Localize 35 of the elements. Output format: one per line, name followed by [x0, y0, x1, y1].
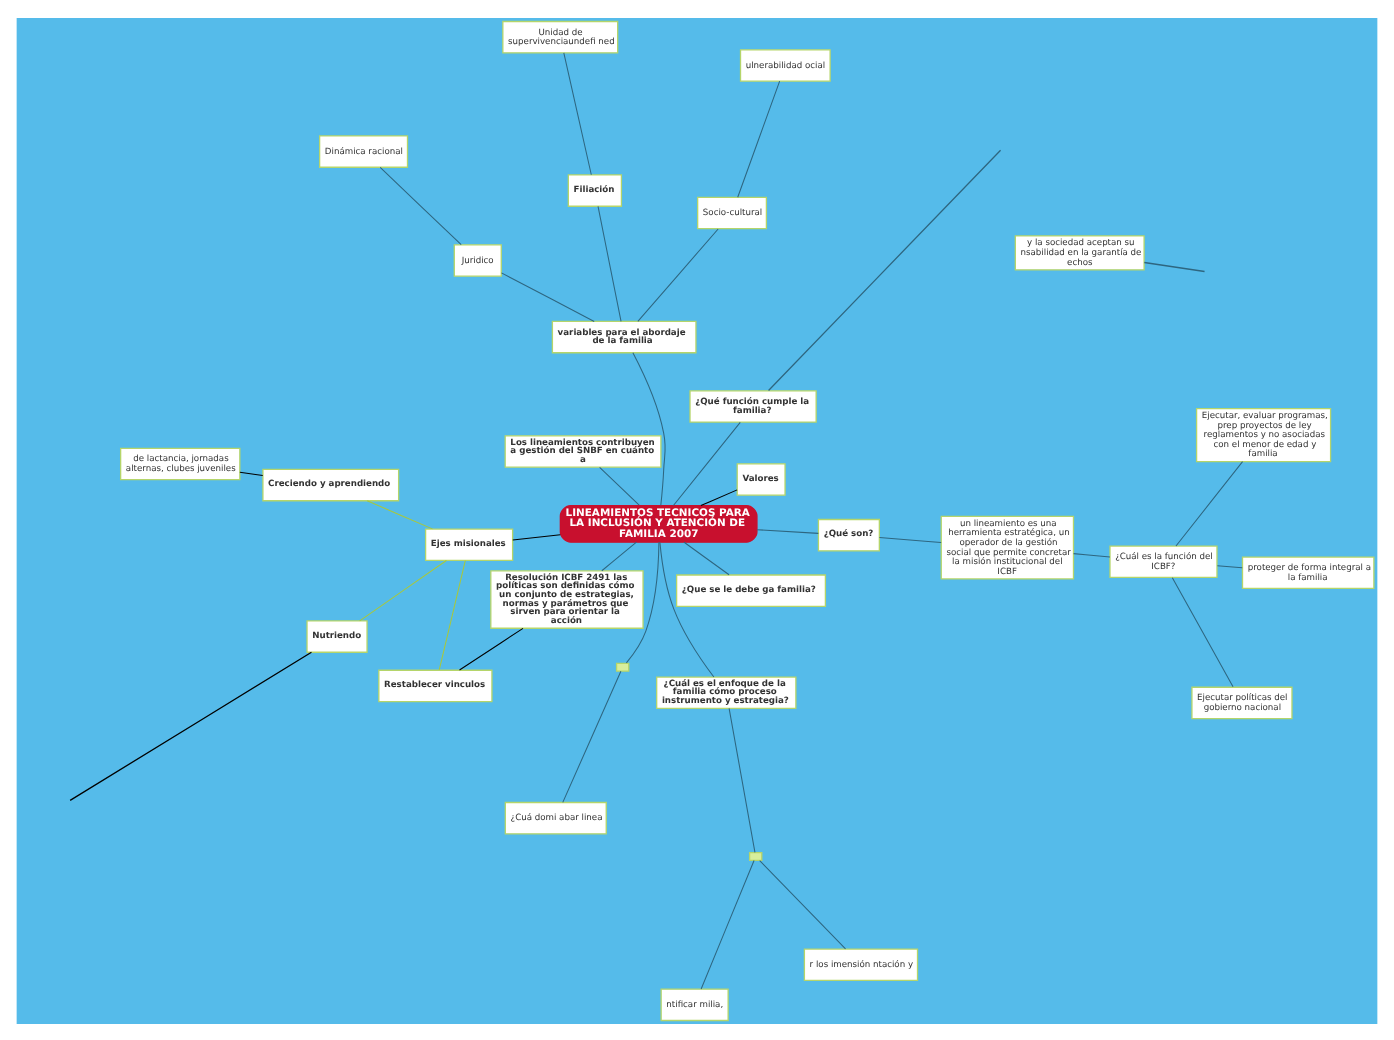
- connector: [1171, 576, 1234, 687]
- connector: [672, 420, 741, 506]
- connector: [737, 79, 781, 197]
- connector: [563, 51, 592, 175]
- connector: [759, 859, 847, 949]
- connector: [683, 540, 730, 575]
- node-box: [615, 661, 630, 671]
- connector: [601, 540, 637, 571]
- connector: [756, 528, 819, 533]
- connector: [459, 626, 524, 670]
- connector: [597, 204, 622, 321]
- connector: [599, 465, 640, 505]
- connector: [632, 351, 666, 505]
- connector: [239, 470, 264, 476]
- connector: [700, 858, 755, 989]
- connector: [438, 559, 466, 670]
- connector: [1143, 260, 1206, 272]
- connector: [562, 669, 622, 802]
- connector: [69, 650, 313, 800]
- connector: [728, 706, 756, 852]
- connector: [659, 540, 715, 677]
- connector: [500, 271, 595, 321]
- connector: [637, 227, 719, 321]
- connector: [359, 559, 447, 621]
- connector: [1216, 564, 1243, 568]
- connector: [625, 540, 660, 663]
- connector: [1175, 460, 1244, 546]
- connector: [1073, 552, 1111, 557]
- connector: [379, 165, 462, 245]
- connector: [512, 533, 561, 540]
- connector: [767, 148, 1002, 391]
- connector: [700, 488, 738, 506]
- node-box: [748, 850, 763, 861]
- connector: [366, 499, 433, 529]
- connector: [878, 536, 942, 542]
